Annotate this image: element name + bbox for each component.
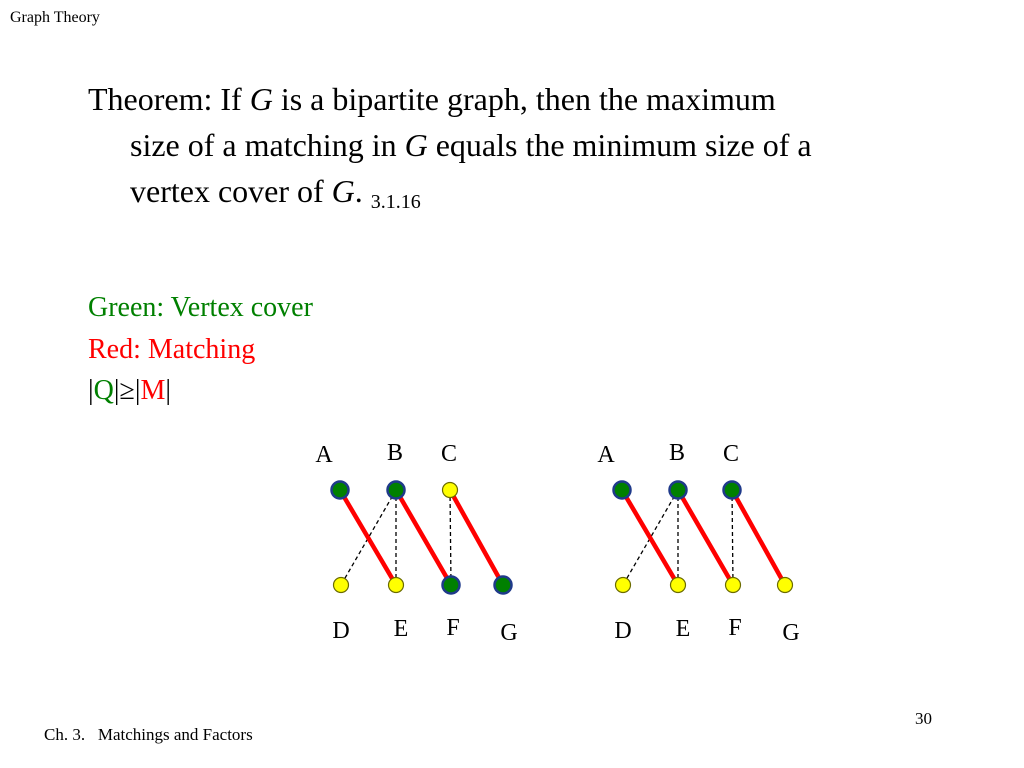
- vertex-label-D: D: [332, 618, 349, 644]
- matching-edge-B-F: [393, 487, 454, 588]
- theorem-text: equals the minimum size of a: [427, 127, 812, 163]
- graph-symbol: G: [404, 127, 428, 163]
- bipartite-graph-left: A B C D E F G: [315, 440, 517, 646]
- chapter-footer: Ch. 3. Matchings and Factors: [44, 725, 253, 744]
- vertex-label-E: E: [394, 616, 409, 642]
- graph-symbol: G: [331, 173, 355, 209]
- vertex-B: [386, 480, 406, 500]
- matching-edge-A-E: [337, 487, 399, 588]
- vertex-C: [441, 481, 459, 499]
- vertex-G: [776, 576, 794, 594]
- vertex-label-C: C: [441, 441, 457, 467]
- vertex-label-G: G: [782, 620, 799, 646]
- legend-matching: Red: Matching: [88, 334, 256, 365]
- bipartite-graph-right: A B C D E F G: [597, 440, 799, 646]
- matching-edge-A-E: [619, 487, 681, 588]
- graph-symbol: G: [249, 81, 273, 117]
- vertex-E: [387, 576, 405, 594]
- edge-C-F: [449, 489, 452, 586]
- abs-bar: |: [165, 375, 171, 406]
- matching-edge-C-G: [447, 487, 506, 588]
- abs-bar: |: [88, 375, 94, 406]
- edge-B-D: [340, 489, 397, 586]
- theorem-line-2: size of a matching in G equals the minim…: [88, 122, 938, 168]
- vertex-label-C: C: [723, 441, 739, 467]
- vertex-label-G: G: [500, 620, 517, 646]
- vertex-label-A: A: [597, 442, 615, 468]
- vertex-D: [614, 576, 632, 594]
- abs-bar: |: [134, 375, 141, 406]
- vertex-label-A: A: [315, 442, 333, 468]
- matching-symbol: M: [140, 375, 166, 406]
- cover-symbol: Q: [93, 375, 114, 406]
- matching-edge-B-F: [675, 487, 736, 588]
- matching-edge-C-G: [729, 487, 788, 588]
- theorem-period: .: [354, 173, 363, 209]
- theorem-prefix: Theorem: If: [88, 81, 250, 117]
- vertex-E: [669, 576, 687, 594]
- theorem-line-3: vertex cover of G. 3.1.16: [88, 168, 938, 225]
- slide-header: Graph Theory: [10, 9, 100, 26]
- vertex-A: [612, 480, 632, 500]
- bipartite-graphs-diagram: A B C D E F G A B C D E F G: [315, 440, 799, 646]
- vertex-label-B: B: [387, 440, 403, 466]
- theorem-text: size of a matching in: [130, 127, 405, 163]
- vertex-label-D: D: [614, 618, 631, 644]
- geq-symbol: ≥: [119, 375, 135, 406]
- theorem-statement: Theorem: If G is a bipartite graph, then…: [88, 76, 938, 225]
- legend-vertex-cover: Green: Vertex cover: [88, 292, 313, 323]
- vertex-A: [330, 480, 350, 500]
- vertex-G: [493, 575, 513, 595]
- vertex-F: [441, 575, 461, 595]
- vertex-C: [722, 480, 742, 500]
- abs-bar: |: [113, 375, 120, 406]
- vertex-B: [668, 480, 688, 500]
- cover-matching-inequality: |Q|≥|M|: [88, 374, 171, 408]
- vertex-label-F: F: [446, 615, 459, 641]
- vertex-label-E: E: [676, 616, 691, 642]
- theorem-reference: 3.1.16: [370, 191, 421, 213]
- vertex-D: [332, 576, 350, 594]
- theorem-text: vertex cover of: [130, 173, 332, 209]
- theorem-line-1: Theorem: If G is a bipartite graph, then…: [88, 76, 938, 122]
- vertex-label-F: F: [728, 615, 741, 641]
- page-number: 30: [915, 709, 932, 728]
- vertex-F: [724, 576, 742, 594]
- vertex-label-B: B: [669, 440, 685, 466]
- theorem-text: is a bipartite graph, then the maximum: [272, 81, 776, 117]
- edge-C-F: [731, 489, 734, 586]
- edge-B-D: [622, 489, 679, 586]
